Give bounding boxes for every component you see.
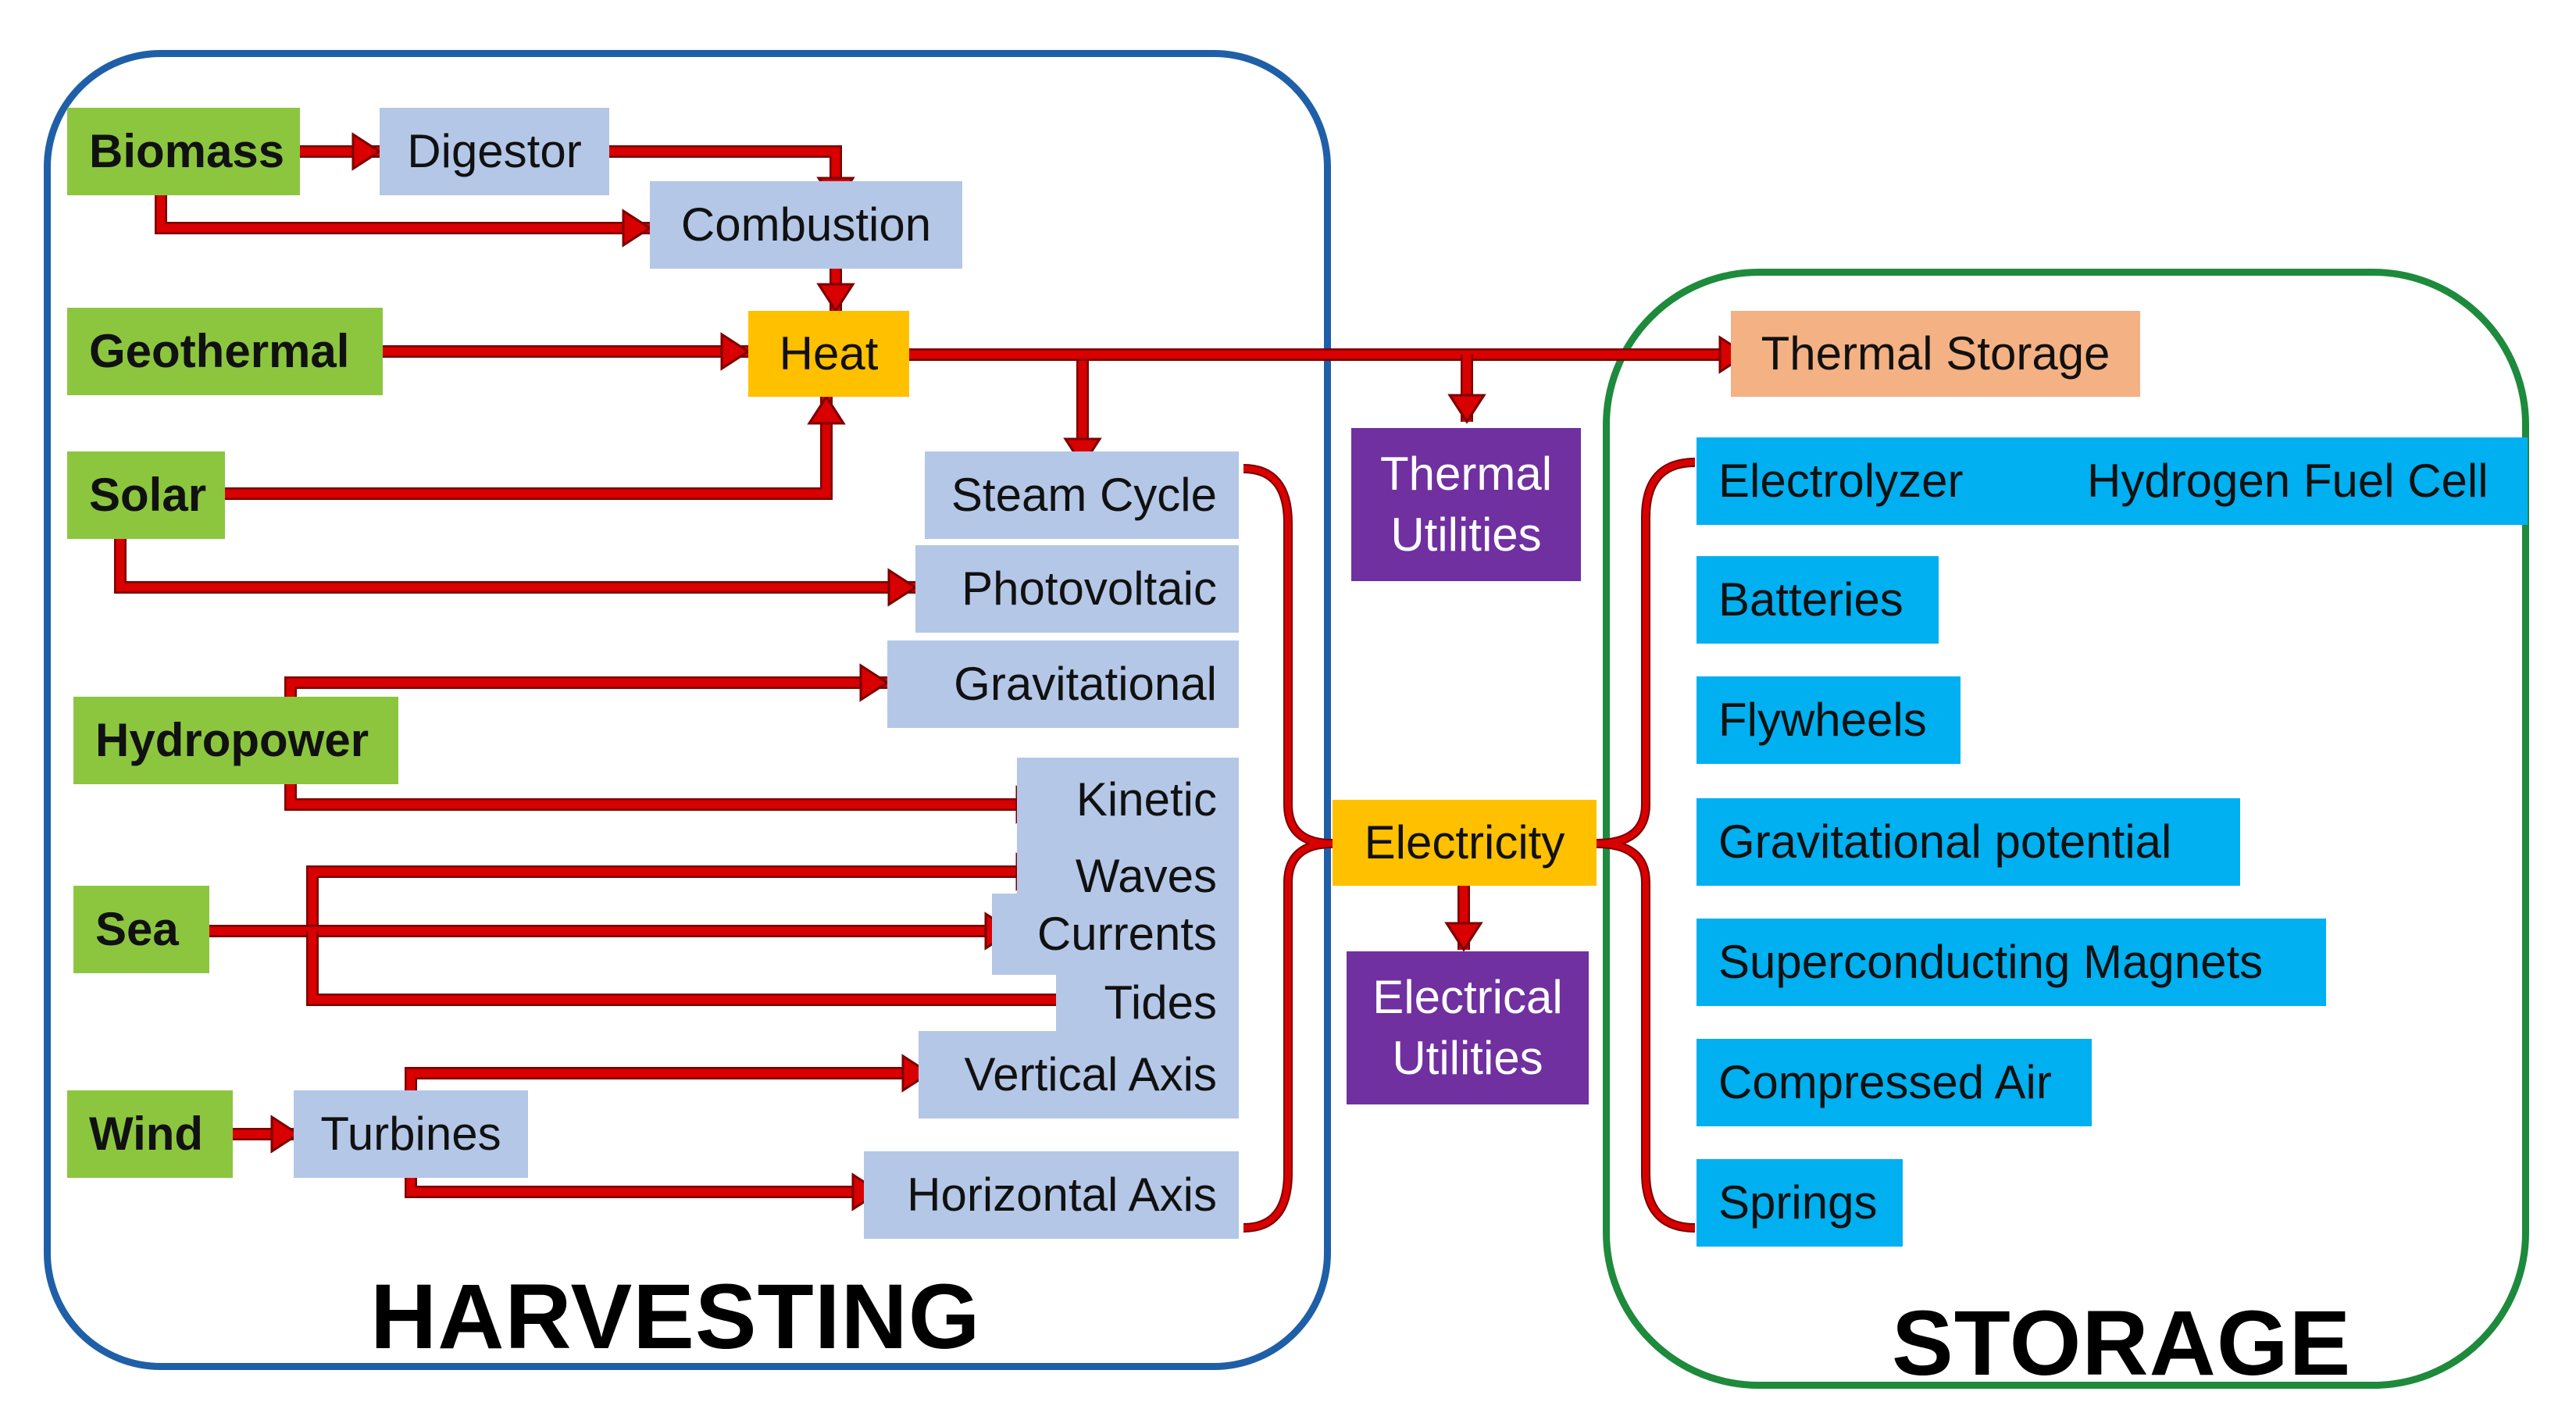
arrow-biomass-combustion-arrowhead bbox=[622, 209, 652, 248]
source-sea: Sea bbox=[73, 886, 209, 973]
storage-frame bbox=[1603, 269, 2529, 1389]
electrical-utilities-line1: Electrical bbox=[1372, 971, 1563, 1023]
source-wind-label: Wind bbox=[89, 1108, 204, 1160]
storage-electrolyzer-fuel-cell: Electrolyzer Hydrogen Fuel Cell bbox=[1697, 437, 2528, 525]
process-waves-label: Waves bbox=[1075, 850, 1217, 902]
electrical-utilities-line2: Utilities bbox=[1392, 1032, 1543, 1084]
storage-springs-label: Springs bbox=[1718, 1176, 1878, 1229]
process-horizontal-axis-label: Horizontal Axis bbox=[907, 1168, 1217, 1221]
arrow-wind-turbines-arrowhead bbox=[270, 1115, 301, 1154]
process-steam-cycle-label: Steam Cycle bbox=[951, 469, 1217, 521]
process-turbines-label: Turbines bbox=[320, 1108, 501, 1160]
storage-compressed-air: Compressed Air bbox=[1697, 1039, 2092, 1126]
arrow-sea-waves-outline bbox=[209, 865, 1044, 937]
storage-electrolyzer-label: Electrolyzer bbox=[1718, 455, 1964, 507]
storage-flywheels-label: Flywheels bbox=[1718, 694, 1927, 746]
arrow-turbines-horizontal-axis bbox=[406, 1178, 879, 1197]
hub-electricity-label: Electricity bbox=[1364, 816, 1565, 869]
electrical-utilities: Electrical Utilities bbox=[1347, 951, 1589, 1104]
storage-gravitational-potential: Gravitational potential bbox=[1697, 798, 2240, 886]
process-turbines: Turbines bbox=[294, 1090, 528, 1178]
storage-superconducting-magnets-label: Superconducting Magnets bbox=[1718, 936, 2264, 988]
process-gravitational: Gravitational bbox=[887, 640, 1239, 728]
arrow-biomass-digestor-arrowhead bbox=[351, 132, 382, 171]
arrow-hydropower-kinetic bbox=[286, 784, 1044, 809]
process-combustion: Combustion bbox=[650, 181, 962, 269]
source-biomass-label: Biomass bbox=[89, 125, 285, 177]
arrow-geothermal-heat-arrowhead bbox=[720, 332, 751, 371]
source-sea-label: Sea bbox=[95, 903, 179, 955]
source-wind: Wind bbox=[67, 1090, 233, 1178]
arrow-turbines-vertical-axis bbox=[406, 1069, 929, 1090]
arrow-electricity-electrical-utilities-arrowhead bbox=[1444, 922, 1483, 952]
storage-springs: Springs bbox=[1697, 1159, 1903, 1247]
source-solar: Solar bbox=[67, 451, 225, 539]
process-tides: Tides bbox=[1056, 965, 1239, 1040]
storage-gravitational-potential-label: Gravitational potential bbox=[1718, 815, 2172, 868]
source-geothermal-label: Geothermal bbox=[89, 325, 350, 377]
arrow-solar-heat-outline bbox=[225, 397, 833, 500]
source-hydropower-label: Hydropower bbox=[95, 714, 369, 766]
process-vertical-axis: Vertical Axis bbox=[919, 1031, 1239, 1119]
arrow-combustion-heat-arrowhead bbox=[816, 283, 855, 313]
arrow-biomass-combustion-outline bbox=[155, 195, 650, 234]
storage-compressed-air-label: Compressed Air bbox=[1718, 1056, 2052, 1108]
storage-batteries: Batteries bbox=[1697, 556, 1939, 644]
process-steam-cycle: Steam Cycle bbox=[925, 451, 1239, 539]
source-geothermal: Geothermal bbox=[67, 308, 383, 395]
harvesting-title: HARVESTING bbox=[370, 1265, 981, 1368]
hub-electricity: Electricity bbox=[1333, 800, 1597, 886]
process-currents: Currents bbox=[992, 894, 1239, 975]
arrow-turbines-vertical-axis-arrowhead bbox=[901, 1054, 932, 1093]
process-horizontal-axis: Horizontal Axis bbox=[864, 1151, 1239, 1239]
arrow-solar-photovoltaic-outline bbox=[114, 539, 915, 594]
thermal-storage-label: Thermal Storage bbox=[1761, 327, 2110, 380]
arrow-solar-heat-arrowhead bbox=[807, 394, 846, 425]
process-kinetic-label: Kinetic bbox=[1076, 773, 1217, 826]
process-photovoltaic-label: Photovoltaic bbox=[962, 562, 1217, 615]
process-kinetic: Kinetic bbox=[1017, 758, 1239, 842]
thermal-utilities-line2: Utilities bbox=[1390, 508, 1542, 561]
arrow-solar-photovoltaic bbox=[116, 539, 915, 592]
source-biomass: Biomass bbox=[67, 108, 300, 195]
storage-flywheels: Flywheels bbox=[1697, 676, 1961, 764]
hub-heat: Heat bbox=[748, 311, 909, 397]
source-hydropower: Hydropower bbox=[73, 697, 398, 784]
storage-fuel-cell-label: Hydrogen Fuel Cell bbox=[2087, 455, 2489, 507]
storage-batteries-label: Batteries bbox=[1718, 573, 1903, 626]
arrow-sea-waves bbox=[209, 867, 1044, 936]
arrow-solar-heat bbox=[225, 397, 831, 498]
source-solar-label: Solar bbox=[89, 469, 207, 521]
process-digestor: Digestor bbox=[380, 108, 609, 195]
harvesting-frame bbox=[44, 50, 1331, 1370]
storage-title: STORAGE bbox=[1892, 1292, 2352, 1395]
arrow-hydropower-gravitational bbox=[286, 678, 887, 697]
arrow-sea-tides-outline bbox=[306, 931, 1098, 1006]
hub-heat-label: Heat bbox=[779, 327, 879, 380]
process-gravitational-label: Gravitational bbox=[954, 658, 1217, 710]
arrow-biomass-combustion bbox=[156, 195, 650, 233]
thermal-utilities: Thermal Utilities bbox=[1351, 428, 1581, 581]
process-vertical-axis-label: Vertical Axis bbox=[964, 1048, 1217, 1101]
thermal-storage: Thermal Storage bbox=[1731, 311, 2140, 397]
process-combustion-label: Combustion bbox=[680, 198, 932, 251]
process-digestor-label: Digestor bbox=[407, 125, 582, 177]
arrow-sea-tides bbox=[308, 931, 1098, 1004]
process-currents-label: Currents bbox=[1036, 908, 1217, 960]
arrow-solar-photovoltaic-arrowhead bbox=[887, 568, 918, 607]
brace-electricity-to-storage bbox=[1596, 459, 1696, 1231]
process-tides-label: Tides bbox=[1104, 976, 1218, 1029]
process-photovoltaic: Photovoltaic bbox=[915, 545, 1239, 633]
thermal-utilities-line1: Thermal bbox=[1379, 448, 1553, 500]
arrow-hydropower-gravitational-arrowhead bbox=[859, 663, 890, 702]
storage-superconducting-magnets: Superconducting Magnets bbox=[1697, 919, 2326, 1006]
arrow-heat-thermal-utilities-arrowhead bbox=[1447, 394, 1486, 424]
